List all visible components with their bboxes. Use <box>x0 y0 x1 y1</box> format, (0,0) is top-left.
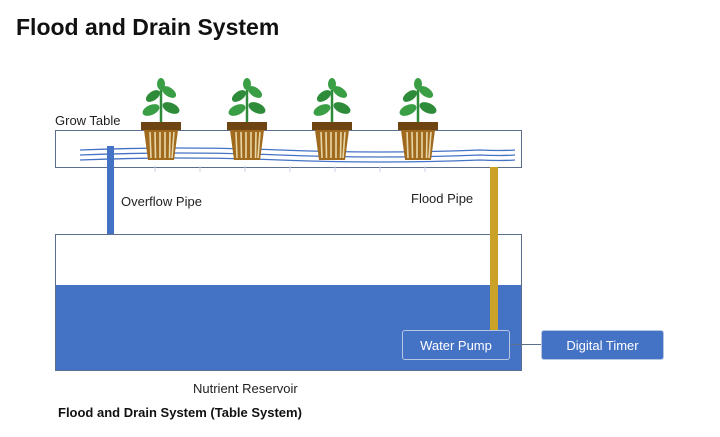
water-pump-box: Water Pump <box>402 330 510 360</box>
flood-pipe-label: Flood Pipe <box>411 191 474 206</box>
pump-timer-connector <box>510 344 541 345</box>
leaf-icon <box>228 78 266 124</box>
page-title: Flood and Drain System <box>16 14 280 40</box>
flood-pipe <box>490 167 498 335</box>
plant-3 <box>312 78 352 160</box>
overflow-pipe <box>107 146 114 252</box>
leaf-icon <box>313 78 351 124</box>
plant-4 <box>398 78 438 160</box>
pot-icon <box>227 122 267 160</box>
pot-icon <box>398 122 438 160</box>
plant-2 <box>227 78 267 160</box>
leaf-icon <box>142 78 180 124</box>
pot-icon <box>141 122 181 160</box>
leaf-icon <box>399 78 437 124</box>
plant-1 <box>141 78 181 160</box>
water-pump-label: Water Pump <box>420 337 492 353</box>
nutrient-reservoir-label: Nutrient Reservoir <box>193 381 298 396</box>
diagram-caption: Flood and Drain System (Table System) <box>58 405 302 420</box>
digital-timer-box: Digital Timer <box>541 330 664 360</box>
digital-timer-label: Digital Timer <box>566 337 639 353</box>
overflow-pipe-label: Overflow Pipe <box>121 194 202 209</box>
grow-table-label: Grow Table <box>55 113 121 128</box>
pot-icon <box>312 122 352 160</box>
